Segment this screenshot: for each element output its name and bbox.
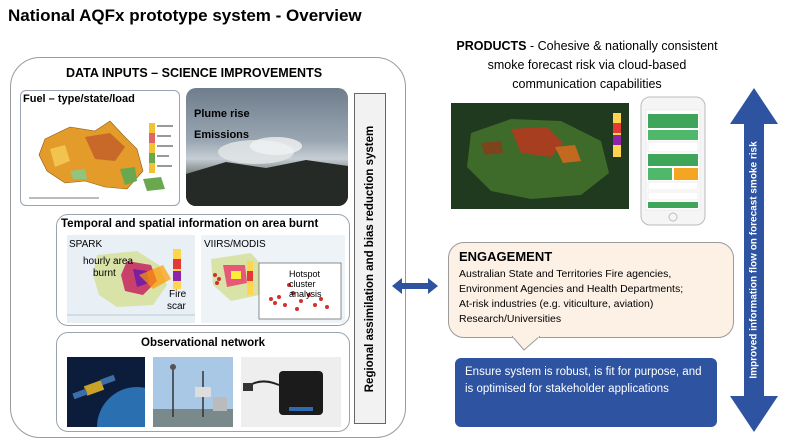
hotspot-label: Hotspot [289,269,321,279]
products-line3: communication capabilities [512,77,662,91]
information-flow-arrow-icon [730,88,778,432]
engagement-box: ENGAGEMENT Australian State and Territor… [448,242,734,338]
spark-label: SPARK [69,239,103,250]
temporal-spatial-panel: Temporal and spatial information on area… [56,214,350,326]
phone-app-image [640,96,706,226]
engagement-line: At-risk industries (e.g. viticulture, av… [459,298,654,310]
regional-assimilation-label: Regional assimilation and bias reduction… [364,125,376,392]
data-inputs-container [10,57,406,438]
engagement-line: Environment Agencies and Health Departme… [459,283,684,295]
plume-rise-label: Plume rise [194,108,250,120]
products-label: PRODUCTS [456,39,527,53]
hourly-label: hourly area [83,256,134,267]
ensure-system-box: Ensure system is robust, is fit for purp… [455,358,717,427]
information-flow-label-box: Improved information flow on forecast sm… [740,128,768,392]
plume-photo: Plume rise Emissions [186,88,348,206]
products-line2: smoke forecast risk via cloud-based [487,58,687,72]
information-flow-label: Improved information flow on forecast sm… [748,141,760,379]
temporal-heading: Temporal and spatial information on area… [61,218,319,230]
obs-heading: Observational network [141,337,265,349]
engagement-line: Australian State and Territories Fire ag… [459,268,672,280]
observational-network-panel: Observational network [56,332,350,432]
callout-pointer [512,336,540,351]
fuel-label: Fuel – type/state/load [23,93,135,105]
engagement-line: Research/Universities [459,313,562,325]
viirs-map-image [201,235,345,323]
burnt-label: burnt [93,268,116,279]
cluster-label: cluster [289,279,316,289]
products-line1: - Cohesive & nationally consistent [526,39,718,53]
analysis-label: analysis [289,289,322,299]
engagement-title: ENGAGEMENT [459,249,553,264]
viirs-label: VIIRS/MODIS [204,239,266,250]
bidirectional-arrow-icon [392,278,438,294]
page-title: National AQFx prototype system - Overvie… [8,6,362,25]
fuel-panel: Fuel – type/state/load [20,90,180,206]
satellite-image [67,357,145,427]
spark-map-image [67,235,195,323]
fire-label: Fire [169,289,187,300]
scar-label: scar [167,301,186,312]
weather-station-image [153,357,233,427]
emissions-label: Emissions [194,129,250,141]
fuel-map-image [29,120,173,199]
products-text: PRODUCTS - Cohesive & nationally consist… [432,37,742,94]
data-inputs-heading: DATA INPUTS – SCIENCE IMPROVEMENTS [66,66,323,80]
smoke-plume-image [186,137,348,206]
sensor-device-image [241,357,341,427]
regional-assimilation-bar: Regional assimilation and bias reduction… [354,93,386,424]
smoke-forecast-map-image [451,103,629,209]
